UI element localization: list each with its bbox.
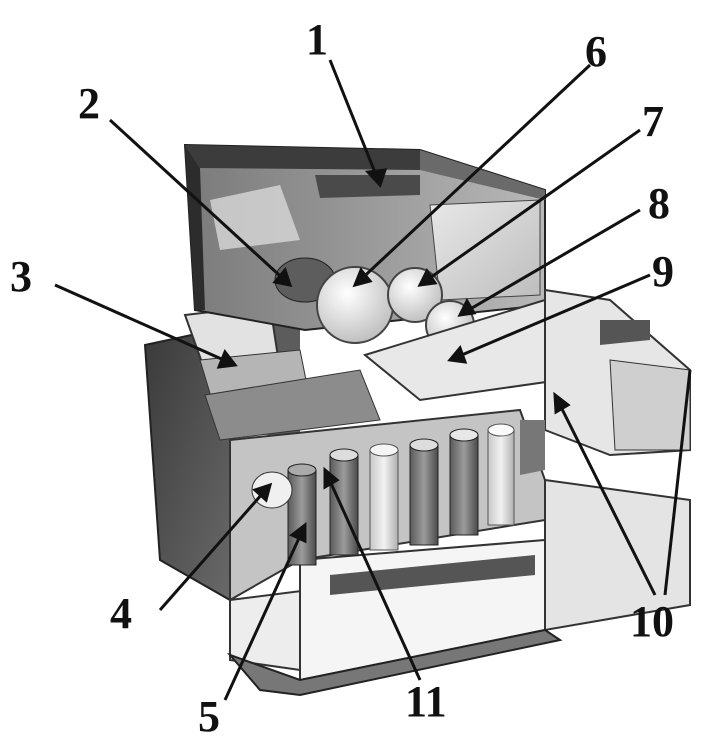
- top-caption: …: [300, 0, 324, 7]
- toner-cylinders: [251, 423, 515, 566]
- leader-11: [323, 469, 422, 681]
- arrowhead-2: [272, 266, 293, 287]
- callout-5: 5: [198, 692, 220, 741]
- arrowhead-4: [252, 482, 273, 503]
- arrowhead-11: [323, 466, 340, 490]
- arrowhead-10a: [553, 391, 571, 415]
- arrowhead-3: [216, 348, 238, 369]
- leader-lines: [54, 59, 692, 701]
- arrowhead-9: [447, 345, 468, 364]
- leader-8: [459, 208, 641, 317]
- callout-3: 3: [10, 252, 32, 301]
- leader-5: [223, 524, 307, 701]
- leader-10a: [553, 394, 657, 596]
- callout-8: 8: [648, 179, 670, 228]
- callout-9: 9: [652, 247, 674, 296]
- callout-2: 2: [78, 79, 100, 128]
- callout-4: 4: [110, 589, 132, 638]
- leader-2: [108, 118, 292, 287]
- arrowhead-8: [457, 297, 477, 317]
- callout-7: 7: [642, 97, 664, 146]
- fuser-and-output: [362, 288, 691, 475]
- callout-1: 1: [306, 15, 328, 64]
- leader-4: [158, 484, 272, 611]
- arrowhead-6: [352, 267, 373, 288]
- callout-11: 11: [405, 677, 447, 726]
- callout-6: 6: [585, 27, 607, 76]
- leader-10b: [663, 369, 692, 596]
- callout-10: 10: [630, 597, 674, 646]
- arrowhead-1: [364, 168, 388, 188]
- leader-1: [328, 59, 382, 186]
- paper-cabinet: [226, 478, 691, 697]
- paper-tray: [183, 303, 381, 441]
- photoconductor-drum: [316, 266, 394, 344]
- arrowhead-7: [417, 268, 438, 287]
- leader-9: [449, 273, 651, 362]
- leader-7: [419, 128, 641, 287]
- leader-6: [353, 63, 592, 287]
- arrowhead-5: [289, 521, 307, 544]
- leader-3: [54, 283, 236, 367]
